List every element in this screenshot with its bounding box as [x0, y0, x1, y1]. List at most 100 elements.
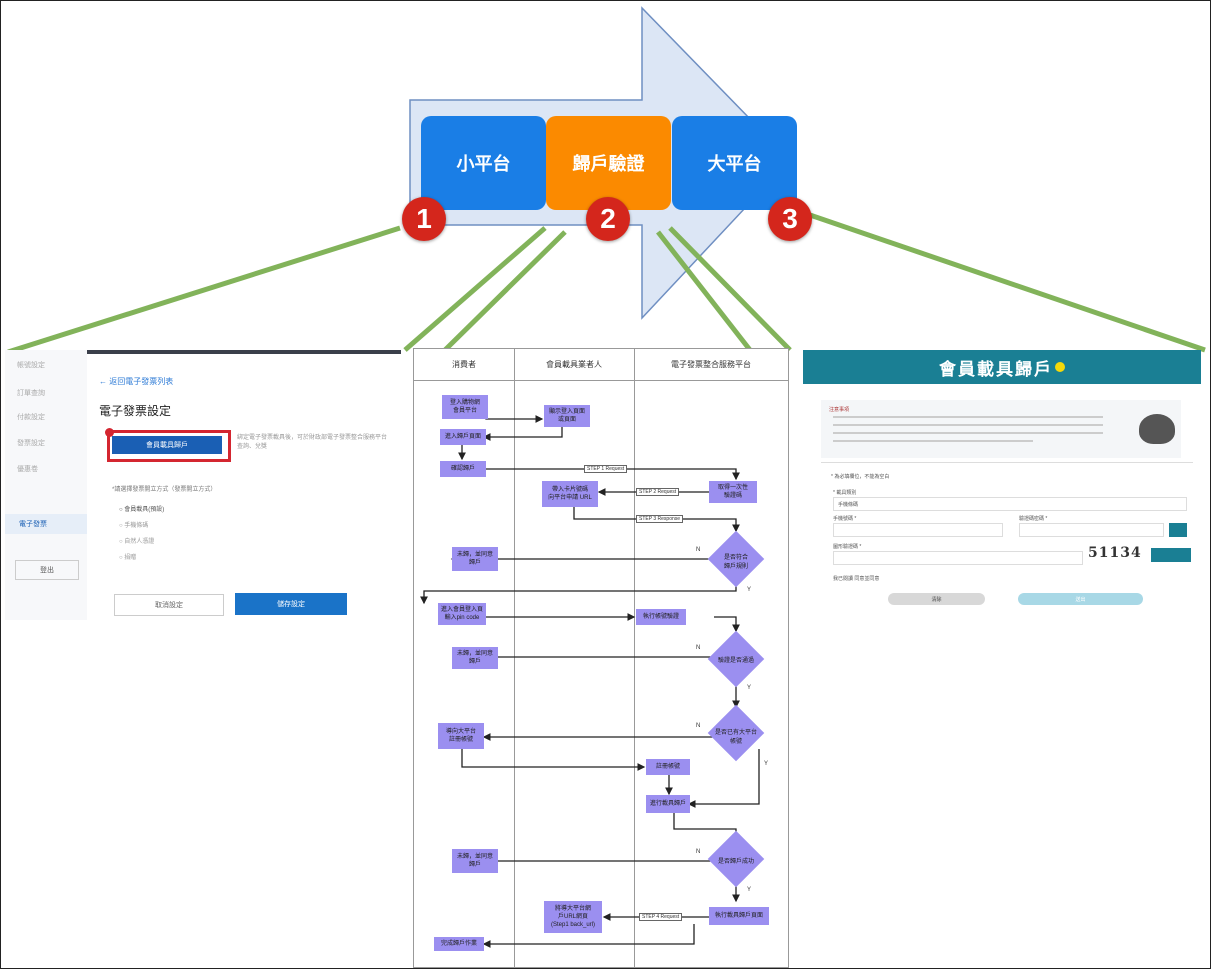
- flow-step: 帶入卡片號碼向平台申請 URL: [542, 481, 598, 507]
- step-badge-2: 2: [586, 197, 630, 241]
- flow-step: 執行帳號驗證: [636, 609, 686, 625]
- flow-step: 確認歸戶: [440, 461, 486, 477]
- sidebar-item[interactable]: 帳號設定: [17, 362, 45, 369]
- branch-label: N: [696, 547, 701, 553]
- field-label: * 載具類別: [833, 490, 857, 496]
- stage-account-verification: 歸戶驗證: [546, 116, 671, 210]
- einvoice-settings-panel: ← 返回電子發票列表 電子發票設定 會員載具歸戶 綁定電子發票載具後，可於財政部…: [87, 350, 401, 624]
- lane-divider: [634, 349, 635, 967]
- branch-label: Y: [764, 761, 769, 767]
- submit-button[interactable]: 送出: [1018, 593, 1143, 605]
- lane-header: 消費者: [414, 349, 514, 381]
- field-label: 圖形驗證碼 *: [833, 544, 862, 550]
- connector-line: [809, 212, 1206, 353]
- marker-dot: [105, 428, 114, 437]
- notice-line: [833, 440, 1033, 442]
- logout-button[interactable]: 登出: [15, 560, 79, 580]
- field-label: 驗證碼密碼 *: [1019, 516, 1048, 522]
- connector-line: [668, 226, 792, 352]
- decision-label: 是否已有大平台帳號: [714, 730, 757, 745]
- binding-flowchart: 消費者 會員載具業者人 電子發票整合服務平台: [413, 348, 789, 968]
- lane-header: 電子發票整合服務平台: [634, 349, 788, 381]
- form-note: * 為必填欄位，不能為空白: [831, 474, 890, 480]
- flow-step: 將導大平台網戶URL網頁(Step1 back_url): [544, 901, 602, 933]
- stage-big-platform: 大平台: [672, 116, 797, 210]
- step-label: STEP 2 Request: [636, 488, 680, 496]
- connector-line: [7, 225, 401, 355]
- branch-label: Y: [747, 685, 752, 691]
- binding-form: * 為必填欄位，不能為空白 * 載具類別 手機條碼 手機號碼 * 驗證碼密碼 *…: [821, 462, 1193, 603]
- radio-option[interactable]: ○ 手機條碼: [119, 523, 149, 529]
- panel-banner: 會員載具歸戶: [803, 350, 1201, 384]
- flow-step: 註冊帳號: [646, 759, 690, 775]
- notice-line: [833, 424, 1103, 426]
- verify-code-input[interactable]: [1019, 523, 1164, 537]
- radio-option[interactable]: ○ 自然人憑證: [119, 539, 155, 545]
- step-label: STEP 4 Request: [639, 913, 683, 921]
- step-badge-3: 3: [768, 197, 812, 241]
- flow-step: 進入會員登入頁輸入pin code: [438, 603, 486, 625]
- sidebar: 帳號設定 訂單查詢 付款設定 發票設定 優惠卷 電子發票 登出: [5, 350, 87, 620]
- banner-title: 會員載具歸戶: [939, 359, 1053, 379]
- refresh-captcha-button[interactable]: [1151, 548, 1191, 562]
- decision-label: 是否符合歸戶規則: [723, 555, 748, 570]
- radio-option[interactable]: ○ 捐贈: [119, 555, 137, 561]
- branch-label: N: [696, 723, 701, 729]
- phone-input[interactable]: [833, 523, 1003, 537]
- radio-option[interactable]: ○ 會員載具(預設): [119, 507, 165, 513]
- page-title: 電子發票設定: [99, 404, 172, 418]
- section-label: *請選擇發票開立方式（發票開立方式）: [112, 487, 217, 493]
- carrier-binding-panel: 會員載具歸戶 注意事項 * 為必填欄位，不能為空白 * 載具類別 手機條碼 手機…: [803, 350, 1201, 620]
- mascot-icon: [1139, 414, 1175, 444]
- captcha-input[interactable]: [833, 551, 1083, 565]
- decision-label: 是否歸戶成功: [717, 859, 754, 865]
- field-label: 手機號碼 *: [833, 516, 857, 522]
- flow-step: 未歸，並同意歸戶: [452, 849, 498, 873]
- connector-line: [443, 230, 567, 352]
- step-label: STEP 1 Request: [584, 465, 628, 473]
- cancel-button[interactable]: 取消設定: [114, 594, 224, 616]
- notice-line: [833, 432, 1103, 434]
- flow-step: 登入購物網會員平台: [442, 395, 488, 419]
- flow-step: 進入歸戶頁面: [440, 429, 486, 445]
- branch-label: Y: [747, 887, 752, 893]
- lane-divider: [514, 349, 515, 967]
- highlight-box: [107, 430, 231, 462]
- flow-step: 顯示登入頁面或頁面: [544, 405, 590, 427]
- flow-step: 取得一次性驗證碼: [709, 481, 757, 503]
- agree-checkbox-label[interactable]: 我已閱讀 同意並同意: [833, 576, 880, 582]
- notice-box: 注意事項: [821, 400, 1181, 458]
- notice-title: 注意事項: [829, 407, 850, 413]
- back-link[interactable]: ← 返回電子發票列表: [99, 377, 174, 386]
- notice-line: [833, 416, 1103, 418]
- flow-step: 導向大平台註冊帳號: [438, 723, 484, 749]
- sidebar-item[interactable]: 付款設定: [17, 414, 45, 421]
- flow-step: 未歸，並同意歸戶: [452, 647, 498, 669]
- step-label: STEP 3 Response: [636, 515, 684, 523]
- connector-line: [403, 226, 547, 352]
- branch-label: N: [696, 849, 701, 855]
- sidebar-item[interactable]: 訂單查詢: [17, 390, 45, 397]
- save-button[interactable]: 儲存設定: [235, 593, 347, 615]
- carrier-type-select[interactable]: 手機條碼: [833, 497, 1187, 511]
- bulb-icon: [1055, 362, 1065, 372]
- captcha-image: 51134: [1088, 545, 1142, 561]
- sidebar-item-e-invoice[interactable]: 電子發票: [5, 514, 87, 534]
- flow-step: 完成歸戶作業: [434, 937, 484, 951]
- decision-label: 驗證是否通過: [717, 658, 754, 664]
- flow-step: 執行載具歸戶頁面: [709, 907, 769, 925]
- toggle-visibility-button[interactable]: [1169, 523, 1187, 537]
- step-badge-1: 1: [402, 197, 446, 241]
- carrier-binding-button[interactable]: 會員載具歸戶: [112, 436, 222, 454]
- sidebar-item[interactable]: 發票設定: [17, 440, 45, 447]
- lane-header: 會員載具業者人: [514, 349, 634, 381]
- description-text: 綁定電子發票載具後，可於財政部電子發票整合服務平台查詢、兌獎: [237, 435, 388, 450]
- stage-small-platform: 小平台: [421, 116, 546, 210]
- flow-step: 進行載具歸戶: [646, 795, 690, 813]
- flow-step: 未歸，並同意歸戶: [452, 547, 498, 571]
- clear-button[interactable]: 清除: [888, 593, 985, 605]
- connector-line: [656, 230, 752, 352]
- sidebar-item[interactable]: 優惠卷: [17, 466, 38, 473]
- branch-label: Y: [747, 587, 752, 593]
